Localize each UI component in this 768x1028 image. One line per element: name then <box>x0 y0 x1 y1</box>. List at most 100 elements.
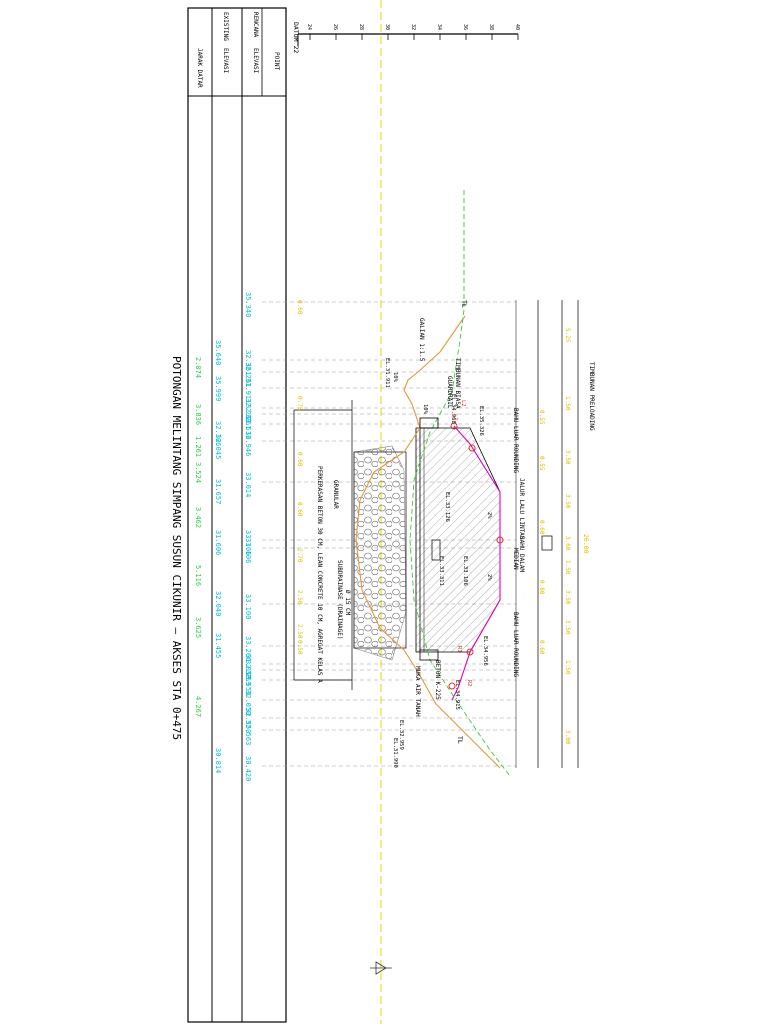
datum-label: DATUM 22 <box>292 22 300 53</box>
rencana-elevation-value: 32.050 <box>244 690 252 715</box>
rencana-elevation-value: 32.550 <box>244 670 252 695</box>
rencana-elevation-value: 33.266 <box>244 636 252 661</box>
tl-label: TL <box>456 736 464 744</box>
table-row-label-jarak: JARAK DATAR <box>196 48 203 88</box>
elevation-label: EL.33.311 <box>438 556 444 586</box>
rencana-elevation-value: 33.106 <box>244 530 252 555</box>
point-label: L2 <box>460 400 466 407</box>
slope-label: 2% <box>486 512 492 519</box>
dimension-bottom-value: 2.50 <box>296 624 303 639</box>
jarak-datar-value: 3.625 <box>194 617 202 638</box>
rencana-elevation-value: 33.100 <box>244 594 252 619</box>
axis-tick-label: 32 <box>410 24 416 30</box>
rencana-elevation-value: 32.261 <box>244 398 252 423</box>
rencana-elevation-value: 35.340 <box>244 292 252 317</box>
point-label: L1 <box>452 414 458 421</box>
point-label: R2 <box>466 680 472 687</box>
existing-elevation-value: 35.640 <box>214 340 222 365</box>
drainage-note-label: Ø 15 CM <box>344 590 351 616</box>
existing-elevation-value: 31.657 <box>214 479 222 504</box>
dimension-bottom-value: 0.60 <box>296 452 303 467</box>
rencana-elevation-value: 33.014 <box>244 472 252 497</box>
slope-label: 2% <box>486 574 492 581</box>
dimension-top-value: 3.50 <box>564 494 571 509</box>
axis-tick-label: 30 <box>384 24 390 30</box>
elevation-label: EL.33.126 <box>444 492 450 522</box>
dimension-inner-value: 0.60 <box>538 520 545 535</box>
dimension-top-value: 3.50 <box>564 450 571 465</box>
dimension-top-value: 1.50 <box>564 396 571 411</box>
table-header-point: POINT <box>273 52 280 70</box>
existing-elevation-value: 30.814 <box>214 748 222 773</box>
red-markers <box>448 422 504 690</box>
timbunan-preloading-label: TIMBUNAN PRELOADING <box>588 362 595 431</box>
elevation-label: EL.31.990 <box>392 738 398 768</box>
existing-green-line <box>409 190 511 777</box>
slope-label: 10% <box>392 372 398 383</box>
dimension-bottom-value: 2.70 <box>296 548 303 563</box>
dimension-top-value: 3.50 <box>564 590 571 605</box>
rencana-elevation-value: 30.420 <box>244 756 252 781</box>
jarak-datar-value: 2.074 <box>194 357 202 378</box>
jalur-lalu-lintas-label: JALUR LALU LINTAS <box>518 478 525 540</box>
dimension-bottom-value: 0.75 <box>296 396 303 411</box>
existing-elevation-value: 31.455 <box>214 633 222 658</box>
table-row-label-existing: ELEVASI <box>222 48 229 74</box>
bahu-dalam-label: BAHU DALAM <box>518 536 525 573</box>
bahu-luar-left-label: BAHU LUAR ROUNDING <box>512 408 519 473</box>
elevation-label: EL.34.915 <box>454 680 460 710</box>
existing-elevation-value: 31.606 <box>214 530 222 555</box>
muka-air-label: MUKA AIR TANAH <box>414 666 421 717</box>
guardrail-left <box>419 417 439 429</box>
rencana-elevation-value: 32.261 <box>244 362 252 387</box>
data-table: POINT RENCANA ELEVASI EXISTING ELEVASI J… <box>187 7 287 1023</box>
jarak-datar-value: 3.524 <box>194 462 202 483</box>
axis-tick-label: 34 <box>436 24 442 30</box>
dimension-top-value: 1.50 <box>564 660 571 675</box>
elevation-label: EL.34.968 <box>450 394 456 424</box>
axis-tick-label: 36 <box>462 24 468 30</box>
elevation-label: EL.32.959 <box>398 720 404 750</box>
dimension-inner-value: 0.55 <box>538 410 545 425</box>
design-profile-line <box>451 425 501 701</box>
dimension-inner-value: 0.80 <box>538 580 545 595</box>
dimension-top-value: 1.50 <box>564 560 571 575</box>
jarak-datar-value: 5.116 <box>194 565 202 586</box>
drainase-label: SUBDRAINASE (DRAINAGE) <box>336 560 343 639</box>
rencana-elevation-value: 32.361 <box>244 350 252 375</box>
jarak-datar-value: 3.836 <box>194 404 202 425</box>
existing-elevation-value: 32.045 <box>214 434 222 459</box>
jarak-datar-value: 3.462 <box>194 507 202 528</box>
median-label: MEDIAN <box>512 548 519 570</box>
existing-elevation-value: 35.999 <box>214 376 222 401</box>
dimension-bottom-value: 2.50 <box>296 590 303 605</box>
table-row-group-existing: EXISTING <box>222 12 229 41</box>
bahu-luar-right-label: BAHU LUAR ROUNDING <box>512 612 519 677</box>
elevation-label: EL.35.326 <box>478 406 484 436</box>
callout-timbunan-biasa: TIMBUNAN BIASA <box>454 358 461 409</box>
dimension-top-value: 3.00 <box>564 730 571 745</box>
dimension-bottom-value: 0.50 <box>296 640 303 655</box>
axis-tick-label: 28 <box>358 24 364 30</box>
north-arrow-icon <box>370 961 392 975</box>
dimension-top-value: 5.25 <box>564 328 571 343</box>
dimension-bottom-value: 0.60 <box>296 502 303 517</box>
subgrade-box <box>353 451 407 649</box>
pavement-hatch <box>415 427 501 653</box>
perkerasan-label: PERKERASAN BETON 30 CM, LEAN CONCRETE 10… <box>316 466 323 683</box>
dimension-lines <box>515 300 579 768</box>
dimension-inner-value: 0.60 <box>538 640 545 655</box>
axis-tick-label: 38 <box>488 24 494 30</box>
granular-label: GRANULAR <box>332 480 339 509</box>
existing-elevation-value: 32.106 <box>214 421 222 446</box>
rencana-elevation-value: 33.106 <box>244 538 252 563</box>
rencana-elevation-value: 32.563 <box>244 720 252 745</box>
rencana-elevation-value: 31.911 <box>244 378 252 403</box>
callout-galian: GALIAN 1:1.5 <box>418 318 425 362</box>
dimension-total: 26.00 <box>582 534 590 554</box>
elevation-label: EL.31.911 <box>384 358 390 388</box>
elevation-label: EL.34.956 <box>482 636 488 666</box>
